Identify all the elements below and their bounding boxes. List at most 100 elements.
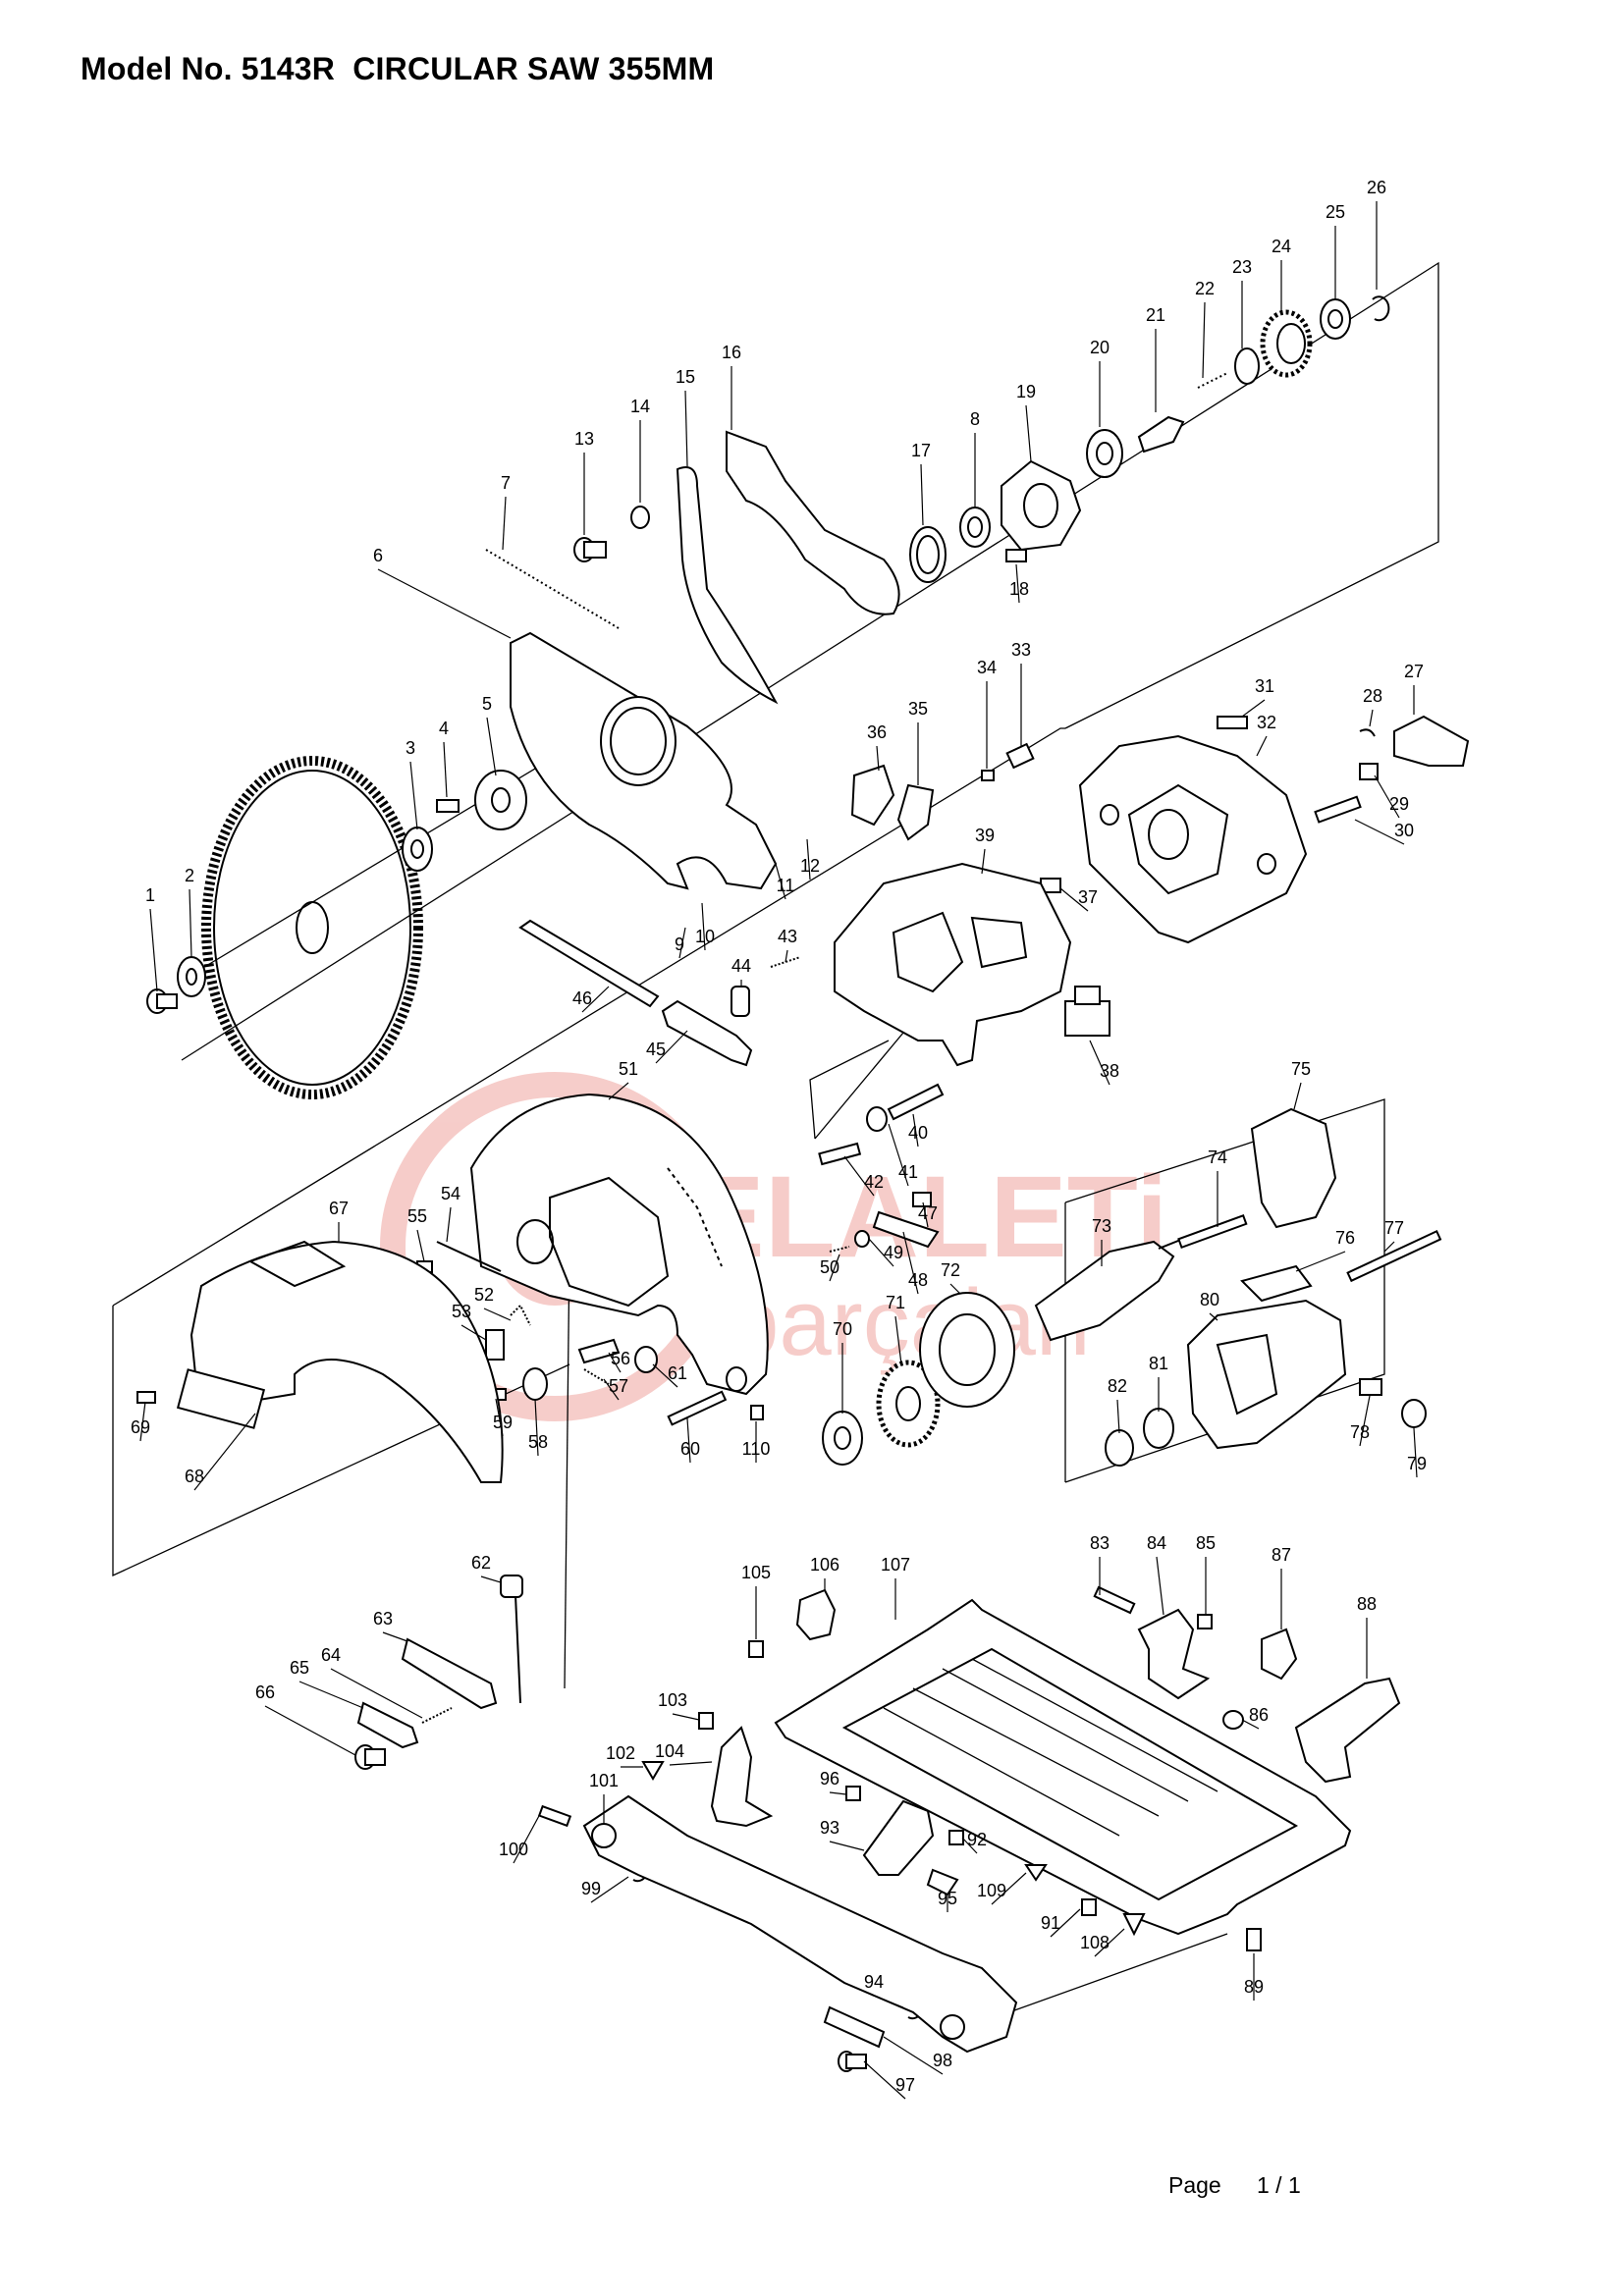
washer-58 <box>522 1367 548 1401</box>
part-number-82: 82 <box>1108 1376 1127 1396</box>
watermark-line2: parçaları <box>727 1270 1094 1375</box>
part-number-33: 33 <box>1011 640 1031 660</box>
part-number-41: 41 <box>898 1162 918 1182</box>
rod-62 <box>500 1575 523 1704</box>
leader-line-109 <box>991 1872 1027 1905</box>
part-number-74: 74 <box>1208 1148 1227 1167</box>
bearing-25 <box>1320 298 1351 340</box>
leader-line-6 <box>377 568 512 639</box>
leader-line-68 <box>193 1413 256 1491</box>
leader-line-43 <box>785 949 788 963</box>
part-number-59: 59 <box>493 1413 513 1432</box>
screw-89 <box>1246 1928 1262 1951</box>
part-number-84: 84 <box>1147 1533 1166 1553</box>
part-number-103: 103 <box>658 1690 687 1710</box>
part-number-53: 53 <box>452 1302 471 1321</box>
shaft-46 <box>518 919 660 1008</box>
part-number-64: 64 <box>321 1645 341 1665</box>
leader-line-49 <box>868 1238 894 1267</box>
part-number-9: 9 <box>675 934 684 954</box>
bolt-97 <box>838 2051 867 2072</box>
part-number-36: 36 <box>867 722 887 742</box>
part-number-39: 39 <box>975 826 995 845</box>
leader-line-54 <box>446 1206 452 1243</box>
part-number-107: 107 <box>881 1555 910 1575</box>
nut-29 <box>1359 763 1379 780</box>
bolt-83 <box>1093 1585 1136 1615</box>
lower-blade-cover <box>189 1240 504 1483</box>
part-33 <box>1005 742 1035 770</box>
part-number-50: 50 <box>820 1257 839 1277</box>
label-76 <box>1240 1264 1313 1303</box>
part-number-66: 66 <box>255 1682 275 1702</box>
leader-line-56 <box>608 1352 622 1373</box>
leader-line-31 <box>1241 699 1266 718</box>
plate-53 <box>485 1329 505 1361</box>
part-number-42: 42 <box>864 1172 884 1192</box>
screw-18 <box>1005 549 1027 562</box>
part-number-1: 1 <box>145 885 155 905</box>
part-number-20: 20 <box>1090 338 1110 357</box>
screw-103 <box>698 1712 714 1730</box>
retaining-ring-26 <box>1372 295 1390 322</box>
part-36 <box>850 764 895 827</box>
leader-line-58 <box>534 1398 539 1457</box>
leader-line-98 <box>883 2036 944 2075</box>
screw-77 <box>1346 1230 1442 1283</box>
part-number-49: 49 <box>884 1243 903 1262</box>
sleeve-23 <box>1234 347 1260 385</box>
part-number-10: 10 <box>695 927 715 946</box>
watermark: ELALETi parçaları <box>380 1072 1168 1421</box>
leader-line-71 <box>894 1315 902 1365</box>
motor-housing-80 <box>1186 1299 1347 1450</box>
housing-assembly-box-top <box>112 727 1065 1307</box>
part-number-102: 102 <box>606 1743 635 1763</box>
leader-line-80 <box>1209 1312 1218 1321</box>
part-number-18: 18 <box>1009 579 1029 599</box>
rod-54 <box>436 1241 502 1272</box>
safety-cover <box>510 631 778 890</box>
leader-line-92 <box>961 1837 978 1854</box>
part-number-28: 28 <box>1363 686 1382 706</box>
part-number-37: 37 <box>1078 887 1098 907</box>
gear-71 <box>876 1360 941 1448</box>
spindle-assembly-box <box>181 261 1439 1061</box>
part-number-21: 21 <box>1146 305 1165 325</box>
leader-line-11 <box>775 863 786 900</box>
screw-92 <box>948 1830 964 1845</box>
part-number-87: 87 <box>1272 1545 1291 1565</box>
part-number-58: 58 <box>528 1432 548 1452</box>
part-number-17: 17 <box>911 441 931 460</box>
leader-line-38 <box>1089 1040 1110 1086</box>
screw-85 <box>1197 1614 1213 1629</box>
cap-79 <box>1401 1399 1427 1428</box>
plate-48 <box>872 1210 940 1249</box>
leader-line-108 <box>1094 1928 1125 1957</box>
part-number-94: 94 <box>864 1972 884 1992</box>
part-number-14: 14 <box>630 397 650 416</box>
part-number-68: 68 <box>185 1467 204 1486</box>
part-number-98: 98 <box>933 2051 952 2070</box>
leader-line-75 <box>1293 1082 1302 1110</box>
leader-line-2 <box>189 888 192 958</box>
bolt-13 <box>573 537 607 562</box>
screw-102 <box>641 1761 665 1781</box>
blade-case <box>469 1093 769 1396</box>
leader-line-52 <box>483 1308 512 1321</box>
part-number-92: 92 <box>967 1830 987 1849</box>
leader-line-47 <box>922 1201 929 1228</box>
part-number-4: 4 <box>439 719 449 738</box>
screw-4 <box>436 799 460 813</box>
leader-line-46 <box>581 986 610 1013</box>
leader-line-17 <box>920 463 924 526</box>
part-number-8: 8 <box>970 409 980 429</box>
leader-line-99 <box>590 1876 629 1903</box>
leader-line-77 <box>1383 1241 1395 1253</box>
part-number-31: 31 <box>1255 676 1274 696</box>
part-number-79: 79 <box>1407 1454 1427 1473</box>
part-number-70: 70 <box>833 1319 852 1339</box>
part-number-51: 51 <box>619 1059 638 1079</box>
part-number-89: 89 <box>1244 1977 1264 1997</box>
screw-108 <box>1122 1913 1146 1937</box>
